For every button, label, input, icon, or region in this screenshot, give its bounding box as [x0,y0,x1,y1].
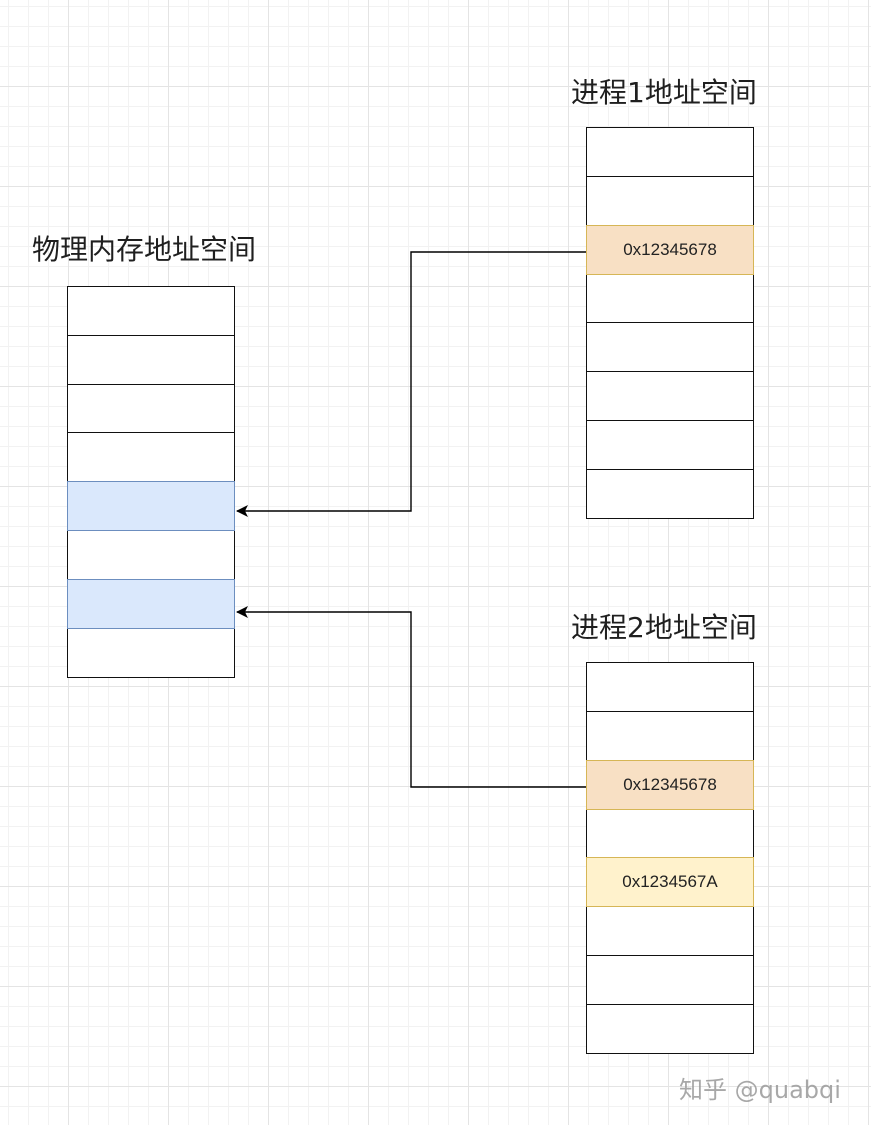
physical-memory-title: 物理内存地址空间 [32,233,257,266]
process1-cell [586,468,754,519]
physical-memory-stack [67,286,235,678]
physical-cell-mapped-2 [67,578,235,629]
physical-cell [67,627,235,678]
process2-cell [586,662,754,713]
process1-cell [586,273,754,324]
process1-title: 进程1地址空间 [571,76,757,109]
arrow-process2-to-physical [236,606,586,788]
process1-cell [586,419,754,470]
process2-cell-address: 0x12345678 [586,759,754,810]
process2-cell [586,954,754,1005]
arrow-process1-to-physical [236,251,586,517]
process1-address-stack: 0x12345678 [586,127,754,519]
physical-cell [67,529,235,581]
process1-cell [586,322,754,373]
watermark: 知乎 @quabqi [679,1076,841,1104]
process2-cell-address-2: 0x1234567A [586,857,754,908]
process2-cell [586,1003,754,1054]
physical-cell [67,432,235,483]
process2-address-stack: 0x12345678 0x1234567A [586,662,754,1054]
physical-cell [67,334,235,385]
process1-cell-address: 0x12345678 [586,224,754,275]
process1-cell [586,175,754,226]
process1-cell [586,127,754,178]
process1-cell [586,370,754,422]
physical-cell-mapped-1 [67,481,235,532]
process2-title: 进程2地址空间 [571,611,757,644]
